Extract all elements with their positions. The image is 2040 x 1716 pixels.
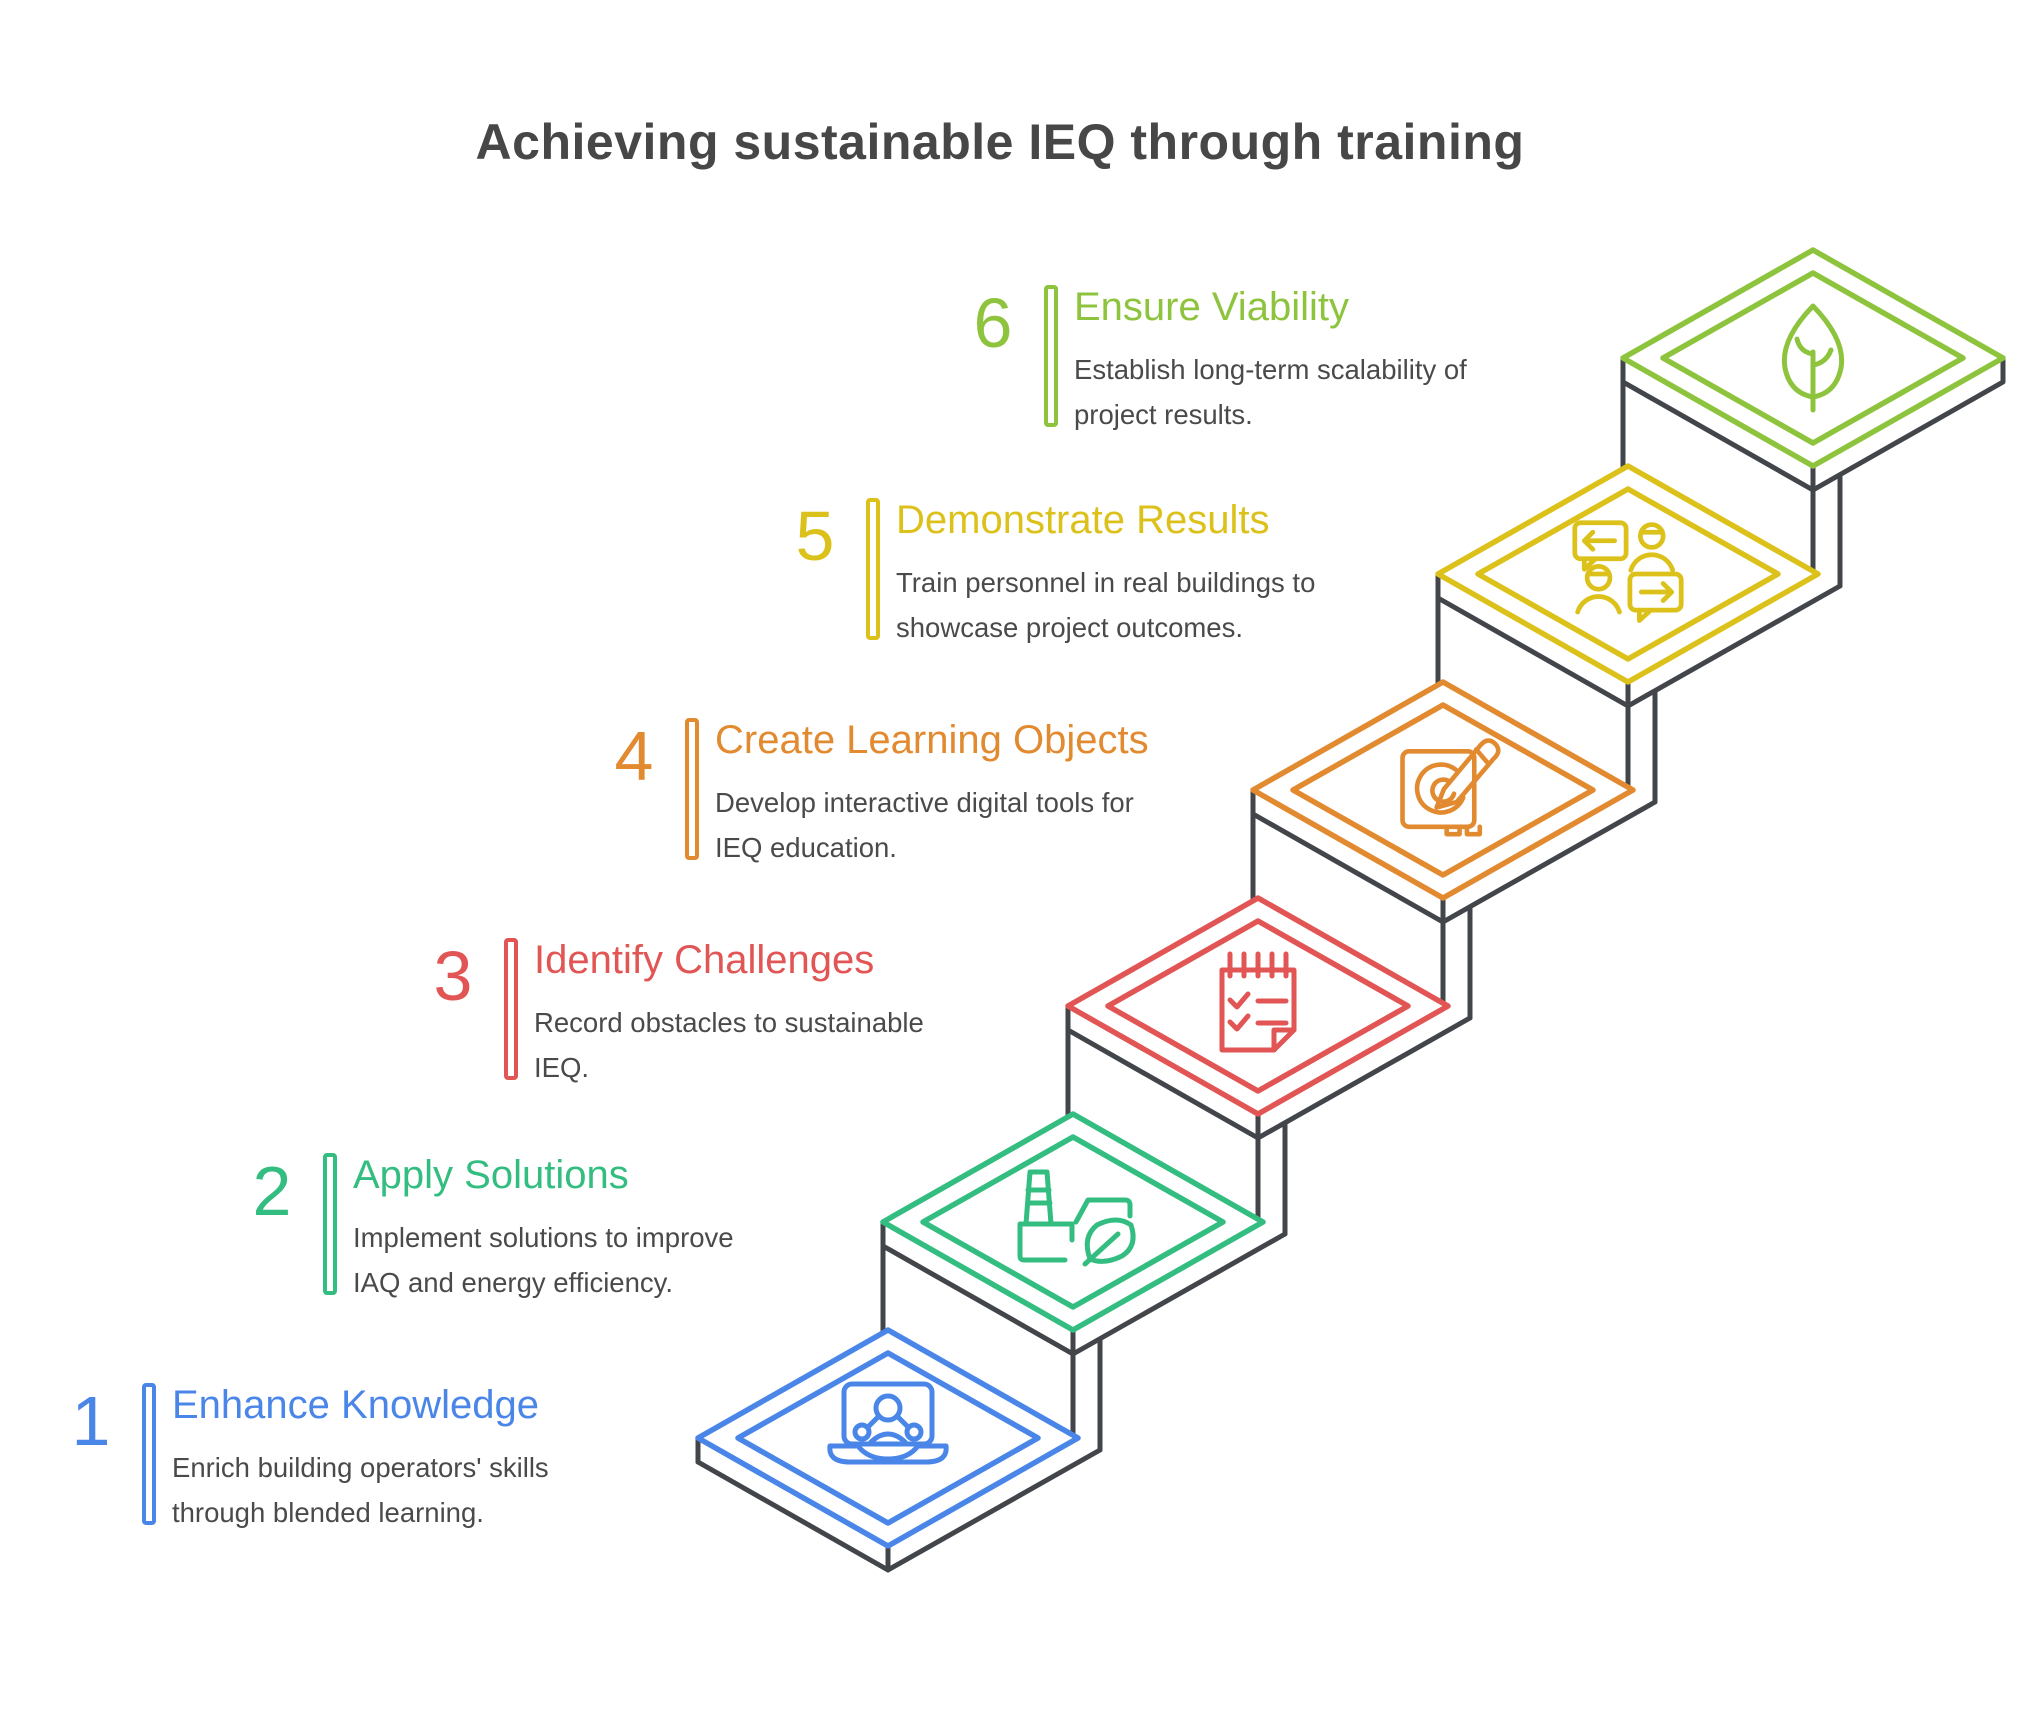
step-title: Identify Challenges [534,938,875,982]
step-description-line: through blended learning. [172,1497,484,1528]
step-number: 2 [252,1152,292,1230]
step-block-2: 2 Apply Solutions Implement solutions to… [221,1137,734,1305]
step-description-line: IEQ. [534,1052,590,1083]
step-description: Implement solutions to improve IAQ and e… [353,1215,734,1305]
step-description: Develop interactive digital tools for IE… [715,780,1149,870]
step-number: 6 [973,284,1013,362]
page-title: Achieving sustainable IEQ through traini… [475,114,1525,170]
step-description-line: Enrich building operators' skills [172,1452,549,1483]
step-description-line: Develop interactive digital tools for [715,787,1134,818]
step-title: Apply Solutions [353,1153,629,1197]
step-description: Enrich building operators' skills throug… [172,1445,549,1535]
step-block-6: 6 Ensure Viability Establish long-term s… [942,269,1467,437]
leaf-icon [1781,303,1845,413]
step-description-line: IEQ education. [715,832,897,863]
eco-factory-icon [1017,1169,1136,1267]
discussion-icon [1572,520,1684,623]
step-description-line: IAQ and energy efficiency. [353,1267,673,1298]
step-number: 1 [71,1382,111,1460]
step-description-line: Train personnel in real buildings to [896,567,1316,598]
step-platform-3 [1065,895,1451,1117]
step-platform-4 [1250,679,1636,901]
step-block-3: 3 Identify Challenges Record obstacles t… [402,922,924,1090]
step-platform-2 [880,1111,1266,1333]
accent-bar [866,498,880,640]
step-description-line: project results. [1074,399,1253,430]
step-description-line: Establish long-term scalability of [1074,354,1467,385]
step-number: 5 [795,497,835,575]
accent-bar [142,1383,156,1525]
step-platform-6 [1620,247,2006,469]
step-title: Enhance Knowledge [172,1383,539,1427]
accent-bar [504,938,518,1080]
step-block-4: 4 Create Learning Objects Develop intera… [583,702,1149,870]
step-number: 3 [433,937,473,1015]
digital-drawing-icon [1400,738,1501,837]
accent-bar [685,718,699,860]
step-description: Establish long-term scalability of proje… [1074,347,1467,437]
checklist-notepad-icon [1219,951,1297,1053]
accent-bar [1044,285,1058,427]
step-platform-5 [1435,463,1821,685]
staircase-structure [695,355,2006,1573]
step-platform-1 [695,1327,1081,1549]
step-description: Record obstacles to sustainable IEQ. [534,1000,924,1090]
step-description-line: showcase project outcomes. [896,612,1243,643]
laptop-learning-icon [827,1381,949,1465]
step-number: 4 [614,717,654,795]
accent-bar [323,1153,337,1295]
step-description-line: Record obstacles to sustainable [534,1007,924,1038]
step-title: Demonstrate Results [896,498,1270,542]
step-title: Create Learning Objects [715,718,1149,762]
step-title: Ensure Viability [1074,285,1349,329]
step-block-5: 5 Demonstrate Results Train personnel in… [764,482,1315,650]
step-description-line: Implement solutions to improve [353,1222,734,1253]
step-block-1: 1 Enhance Knowledge Enrich building oper… [40,1367,549,1535]
step-description: Train personnel in real buildings to sho… [896,560,1315,650]
